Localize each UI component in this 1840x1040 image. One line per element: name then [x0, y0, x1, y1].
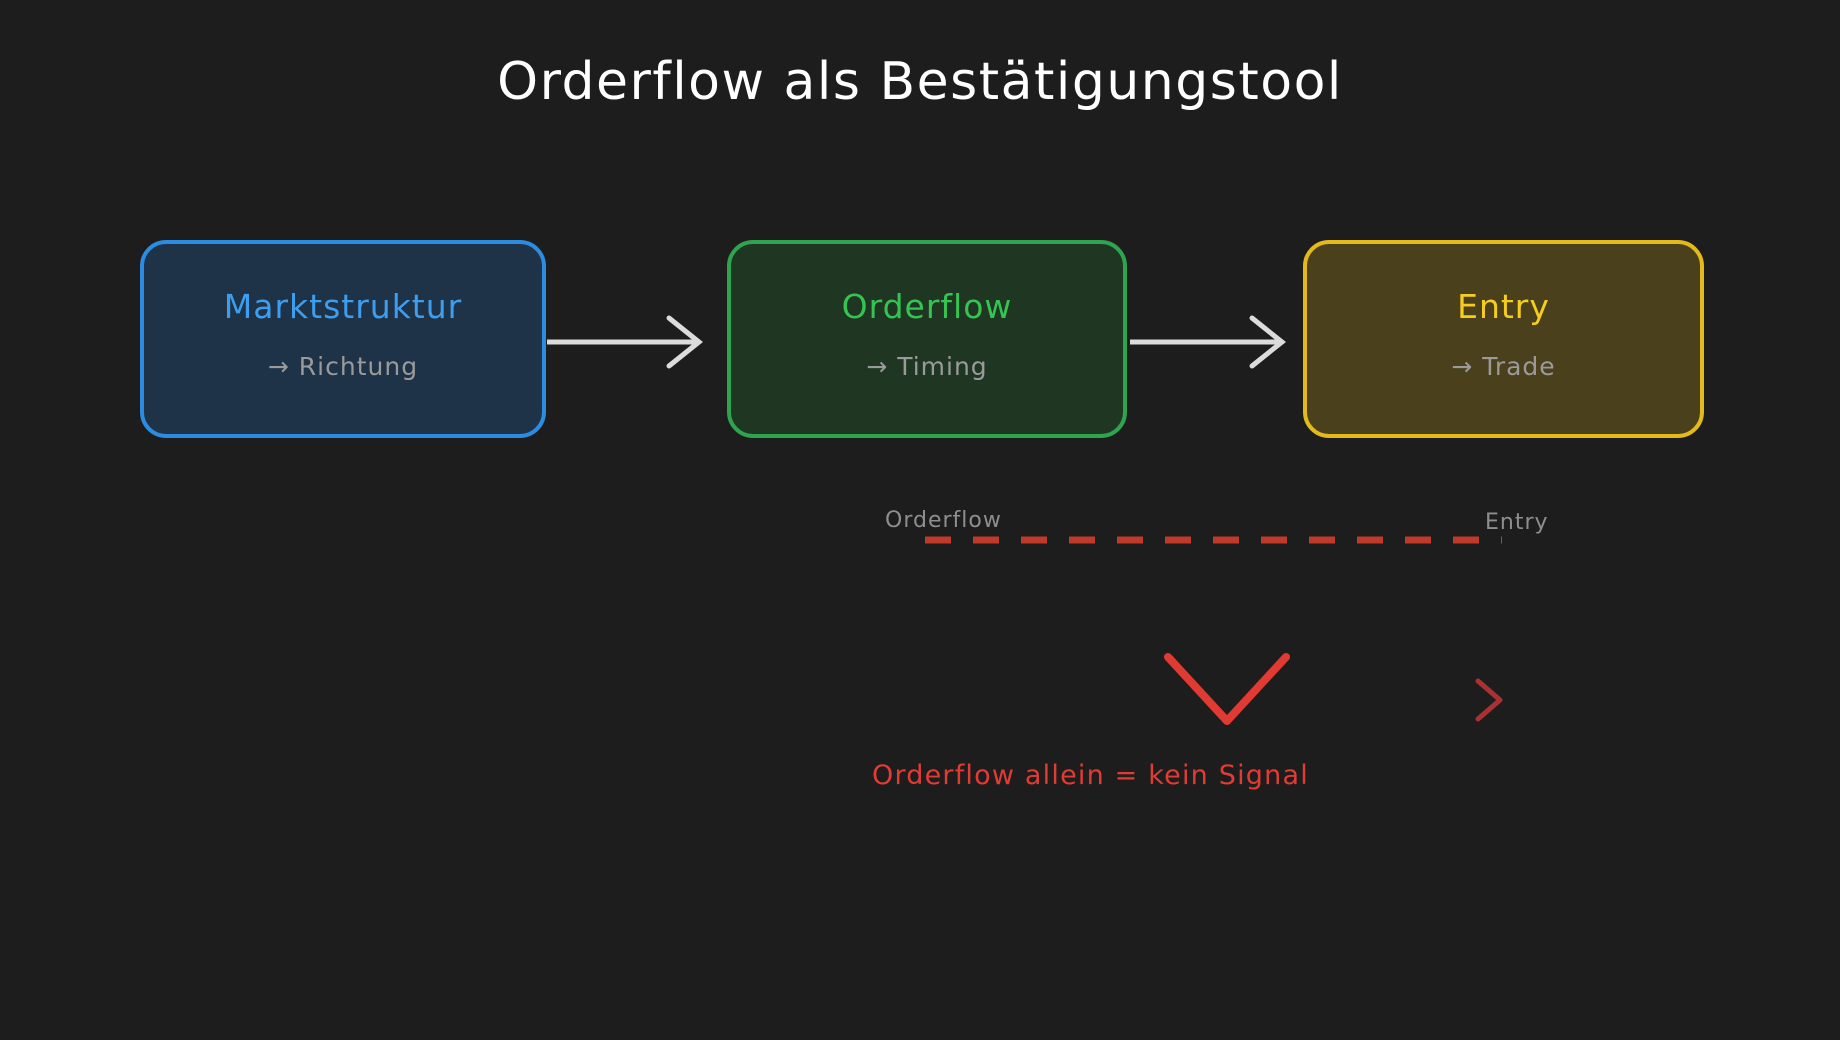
flow-step-title: Entry [1457, 287, 1550, 326]
warning-text: Orderflow allein = kein Signal [872, 760, 1309, 791]
note-label-entry: Entry [1485, 510, 1549, 535]
flow-step-title: Orderflow [841, 287, 1013, 326]
arrow-right-icon [1130, 315, 1287, 369]
dashed-line-icon [925, 536, 1502, 544]
flow-step-entry[interactable]: Entry → Trade [1303, 240, 1704, 438]
chevron-down-icon [1160, 645, 1310, 735]
flow-arrow-icon [547, 310, 712, 374]
note-label-orderflow: Orderflow [885, 508, 1002, 533]
flow-step-subtitle: → Trade [1451, 352, 1556, 381]
page-title: Orderflow als Bestätigungstool [497, 52, 1343, 112]
flow-step-title: Marktstruktur [223, 287, 463, 326]
flow-step-marktstruktur[interactable]: Marktstruktur → Richtung [140, 240, 546, 438]
flow-step-orderflow[interactable]: Orderflow → Timing [727, 240, 1127, 438]
arrow-right-icon [547, 315, 704, 369]
flow-step-subtitle: → Timing [866, 352, 988, 381]
dashed-note-connector: Orderflow Entry [870, 500, 1570, 570]
flow-arrow-icon [1130, 310, 1295, 374]
flow-step-subtitle: → Richtung [267, 352, 419, 381]
chevron-right-icon [1470, 675, 1510, 725]
